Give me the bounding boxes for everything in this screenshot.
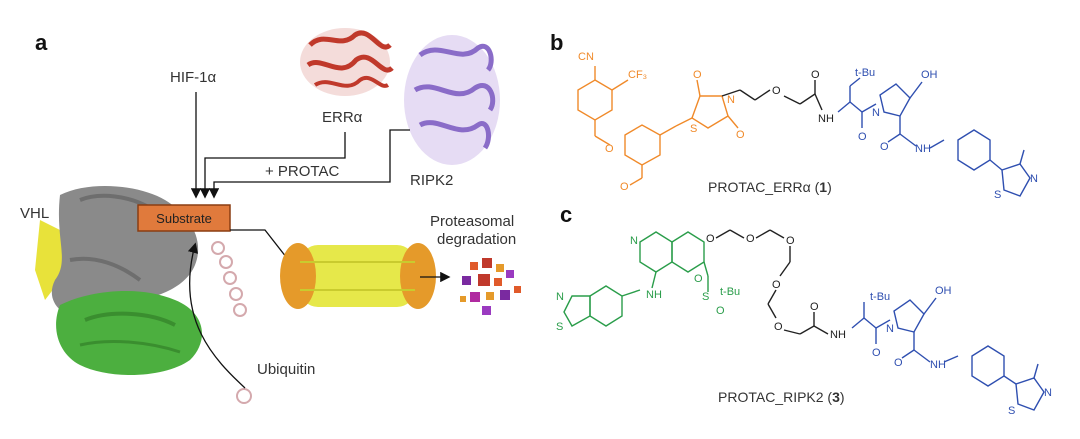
atom-nh: NH bbox=[818, 113, 834, 125]
atom-tbu-vhl-ripk2: t-Bu bbox=[870, 291, 890, 303]
atom-n-pyrrolidine-ripk2: N bbox=[886, 323, 894, 335]
atom-n-quinoline: N bbox=[630, 235, 638, 247]
atom-o-amide: O bbox=[811, 69, 820, 81]
atom-o-ether: O bbox=[605, 143, 614, 155]
atom-cf3: CF₃ bbox=[628, 69, 647, 81]
proteasome bbox=[280, 243, 436, 309]
atom-o-vhl2-ripk2: O bbox=[894, 357, 903, 369]
atom-s-thiazole: S bbox=[994, 189, 1001, 201]
ubiquitin-arrow bbox=[187, 242, 246, 389]
atom-s-thiazole-ripk2: S bbox=[1008, 405, 1015, 417]
erra-label: ERRα bbox=[322, 109, 363, 126]
atom-o-peg5: O bbox=[774, 321, 783, 333]
protac-erra-name: PROTAC_ERRα (1) bbox=[708, 179, 832, 195]
atom-o-peg3: O bbox=[786, 235, 795, 247]
degradation-label: degradation bbox=[437, 231, 516, 248]
hif-label: HIF-1α bbox=[170, 69, 217, 86]
atom-o-methoxy: O bbox=[620, 181, 629, 193]
ripk2-arrow bbox=[208, 129, 410, 199]
atom-n-benzothiazole: N bbox=[556, 291, 564, 303]
atom-n-thiazole: N bbox=[1030, 173, 1038, 185]
ripk2-protein bbox=[404, 35, 500, 165]
atom-o-vhl2: O bbox=[880, 141, 889, 153]
atom-o-peg4: O bbox=[772, 279, 781, 291]
atom-s: S bbox=[690, 123, 697, 135]
atom-oh: OH bbox=[921, 69, 938, 81]
substrate-to-proteasome-line bbox=[230, 229, 291, 263]
protac-ripk2-name: PROTAC_RIPK2 (3) bbox=[718, 389, 845, 405]
atom-o-sulfone2: O bbox=[716, 305, 725, 317]
protac-ripk2-structure: N NH S O O t-Bu N S O O O O O O NH t-Bu … bbox=[556, 229, 1052, 417]
atom-tbu-ripk2: t-Bu bbox=[720, 286, 740, 298]
atom-s-sulfone: S bbox=[702, 291, 709, 303]
atom-cn: CN bbox=[578, 51, 594, 63]
atom-oh-ripk2: OH bbox=[935, 285, 952, 297]
atom-o-linker: O bbox=[772, 85, 781, 97]
atom-o-peg1: O bbox=[706, 233, 715, 245]
degraded-fragments bbox=[460, 258, 521, 315]
atom-n-pyrrolidine: N bbox=[872, 107, 880, 119]
atom-nh-vhl: NH bbox=[915, 143, 931, 155]
atom-tbu: t-Bu bbox=[855, 67, 875, 79]
atom-nh-ripk2-linker: NH bbox=[830, 329, 846, 341]
ubiquitin-chain bbox=[211, 241, 252, 404]
atom-o-peg2: O bbox=[746, 233, 755, 245]
atom-nh-ripk2: NH bbox=[646, 289, 662, 301]
panel-b-letter: b bbox=[550, 30, 563, 55]
atom-o-vhl-ripk2: O bbox=[872, 347, 881, 359]
atom-n-thiazolidine: N bbox=[727, 94, 735, 106]
proteasomal-label: Proteasomal bbox=[430, 213, 514, 230]
atom-s-benzothiazole: S bbox=[556, 321, 563, 333]
atom-o-sulfone1: O bbox=[694, 273, 703, 285]
erra-protein bbox=[300, 28, 394, 96]
protac-label: + PROTAC bbox=[265, 163, 339, 180]
ripk2-label: RIPK2 bbox=[410, 172, 453, 189]
atom-o-amide-ripk2: O bbox=[810, 301, 819, 313]
ubiquitin-label: Ubiquitin bbox=[257, 361, 315, 378]
panel-c-letter: c bbox=[560, 202, 572, 227]
atom-o-carbonyl2: O bbox=[736, 129, 745, 141]
atom-o-carbonyl1: O bbox=[693, 69, 702, 81]
protac-erra-structure: CN CF₃ O O O S O N O O NH t-Bu O N OH O … bbox=[577, 51, 1038, 201]
substrate-label: Substrate bbox=[156, 211, 212, 226]
atom-o-vhl: O bbox=[858, 131, 867, 143]
erra-arrow bbox=[199, 132, 346, 199]
atom-n-thiazole-ripk2: N bbox=[1044, 387, 1052, 399]
atom-nh-vhl-ripk2: NH bbox=[930, 359, 946, 371]
vhl-label: VHL bbox=[20, 205, 49, 222]
substrate-box bbox=[137, 204, 231, 232]
panel-a-letter: a bbox=[35, 30, 48, 55]
